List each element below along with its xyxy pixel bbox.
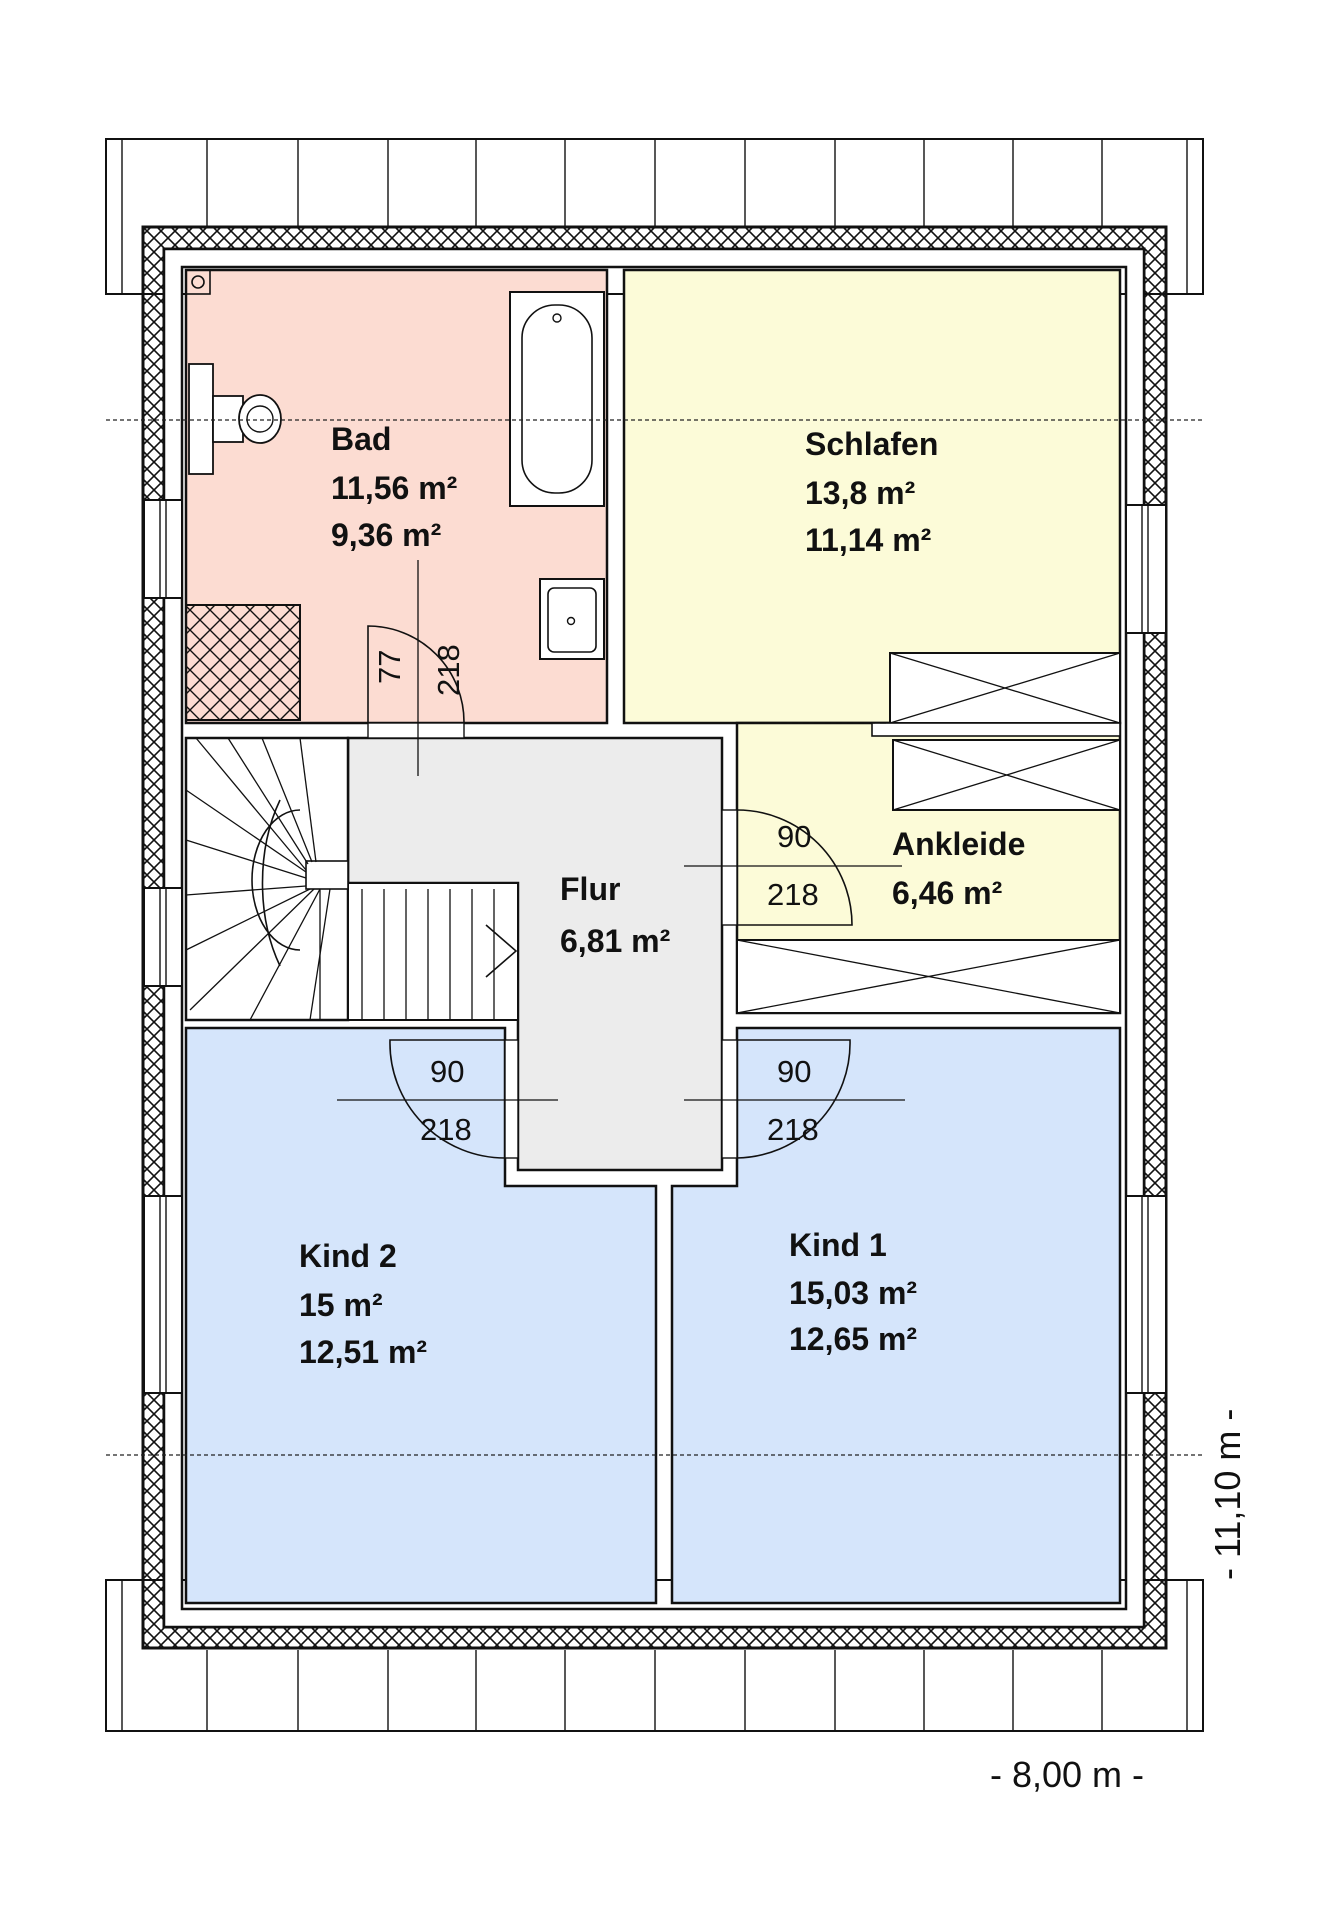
door-ankleide (684, 809, 902, 926)
room-area-kind2-1: 15 m² (299, 1287, 383, 1323)
roof-bottom (105, 1579, 1204, 1732)
room-name-kind2: Kind 2 (299, 1238, 397, 1274)
door-label-kind2-width: 90 (430, 1054, 464, 1089)
room-area-kind1-1: 15,03 m² (789, 1275, 917, 1311)
staircase (184, 736, 519, 1022)
room-area-schlafen-2: 11,14 m² (805, 522, 931, 558)
door-label-kind1-width: 90 (777, 1054, 811, 1089)
room-name-ankleide: Ankleide (892, 826, 1025, 862)
room-schlafen (622, 268, 1122, 725)
room-area-ankleide-1: 6,46 m² (892, 875, 1002, 911)
wardrobes (736, 652, 1121, 1014)
room-name-schlafen: Schlafen (805, 426, 938, 462)
door-label-ankleide-height: 218 (767, 877, 819, 912)
windows (143, 499, 1167, 1394)
bathtub (509, 291, 605, 507)
room-area-flur-1: 6,81 m² (560, 923, 670, 959)
shower (185, 604, 301, 721)
room-name-kind1: Kind 1 (789, 1227, 887, 1263)
room-area-schlafen-1: 13,8 m² (805, 475, 915, 511)
room-area-kind1-2: 12,65 m² (789, 1321, 917, 1357)
toilet (188, 363, 214, 475)
door-kind2 (337, 1039, 558, 1159)
room-area-bad-2: 9,36 m² (331, 517, 441, 553)
room-area-bad-1: 11,56 m² (331, 470, 457, 506)
door-kind1 (684, 1039, 905, 1159)
room-kind1 (670, 1026, 1122, 1605)
door-label-ankleide-width: 90 (777, 819, 811, 854)
door-label-kind1-height: 218 (767, 1112, 819, 1147)
room-name-bad: Bad (331, 421, 391, 457)
dimension-width: - 8,00 m - (990, 1754, 1144, 1795)
bathroom-fixtures (185, 269, 605, 721)
washbasin (539, 578, 605, 660)
dimension-depth: - 11,10 m - (1207, 1409, 1248, 1580)
door-label-kind2-height: 218 (420, 1112, 472, 1147)
door-label-bad-height: 218 (431, 644, 466, 696)
exterior-wall (141, 225, 1168, 1650)
door-label-bad-width: 77 (372, 650, 407, 684)
room-kind2 (184, 1026, 658, 1605)
door-bad (367, 560, 465, 776)
room-area-kind2-2: 12,51 m² (299, 1334, 427, 1370)
room-name-flur: Flur (560, 871, 620, 907)
